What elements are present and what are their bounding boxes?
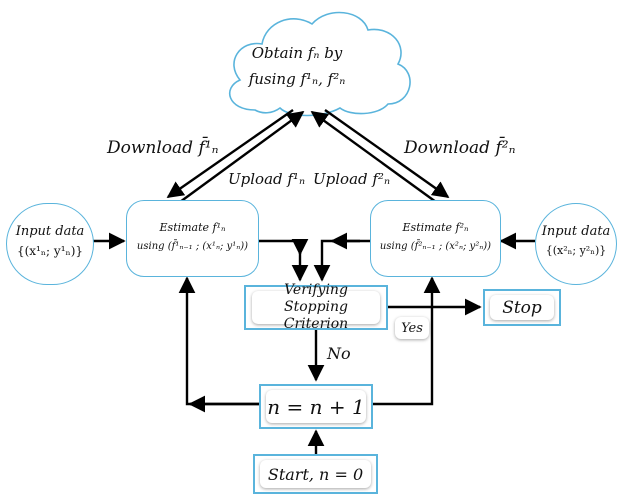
cloud-line-1: Obtain fₙ by: [251, 44, 343, 62]
increment-node: n = n + 1: [259, 384, 373, 429]
estimate-1-line-2: using (f̄¹ₙ₋₁ ; (x¹ₙ; y¹ₙ)): [136, 241, 249, 252]
start-inner: Start, n = 0: [260, 460, 371, 488]
increment-label: n = n + 1: [267, 394, 365, 419]
input-2-title: Input data: [541, 224, 611, 239]
estimate-2-node: Estimate f²ₙ using (f̄²ₙ₋₁ ; (x²ₙ; y²ₙ)): [370, 200, 501, 277]
stop-node: Stop: [483, 289, 561, 326]
download-2-label: Download f̄²ₙ: [404, 138, 516, 158]
input-2-value: {(x²ₙ; y²ₙ)}: [545, 244, 607, 257]
increment-inner: n = n + 1: [266, 390, 366, 423]
upload-arrow-right: [310, 111, 437, 203]
input-1-node: Input data {(x¹ₙ; y¹ₙ)}: [6, 203, 94, 285]
input-1-value: {(x¹ₙ; y¹ₙ)}: [16, 244, 84, 258]
cloud-line-2: fusing f¹ₙ, f²ₙ: [248, 70, 346, 88]
upload-1-label: Upload f¹ₙ: [228, 170, 306, 188]
start-node: Start, n = 0: [253, 454, 378, 494]
estimate-2-line-2: using (f̄²ₙ₋₁ ; (x²ₙ; y²ₙ)): [379, 241, 492, 252]
upload-arrow-left: [179, 111, 305, 203]
download-arrow-right: [324, 109, 450, 198]
no-label: No: [327, 344, 351, 363]
estimate-1-node: Estimate f¹ₙ using (f̄¹ₙ₋₁ ; (x¹ₙ; y¹ₙ)): [126, 200, 259, 277]
yes-label: Yes: [401, 320, 423, 336]
stop-label: Stop: [502, 297, 542, 318]
upload-2-label: Upload f²ₙ: [313, 170, 391, 188]
estimate-1-to-verify: [259, 239, 309, 282]
verify-inner: Verifying Stopping Criterion: [252, 282, 380, 332]
download-1-label: Download f̄¹ₙ: [107, 138, 219, 158]
download-arrow-left: [166, 109, 294, 198]
stop-inner: Stop: [490, 295, 554, 320]
yes-label-box: Yes: [395, 317, 429, 339]
cloud-label: Obtain fₙ by fusing f¹ₙ, f²ₙ: [232, 40, 362, 100]
estimate-2-line-1: Estimate f²ₙ: [402, 221, 469, 234]
input-2-node: Input data {(x²ₙ; y²ₙ)}: [535, 203, 617, 285]
start-label: Start, n = 0: [267, 464, 364, 484]
estimate-2-to-verify: [313, 239, 370, 282]
verify-line-2: Criterion: [283, 316, 349, 332]
loop-right: [372, 276, 441, 406]
estimate-1-line-1: Estimate f¹ₙ: [159, 221, 226, 234]
input-1-title: Input data: [15, 224, 85, 239]
verify-line-1: Verifying Stopping: [283, 282, 349, 315]
verify-node: Verifying Stopping Criterion: [244, 282, 388, 332]
